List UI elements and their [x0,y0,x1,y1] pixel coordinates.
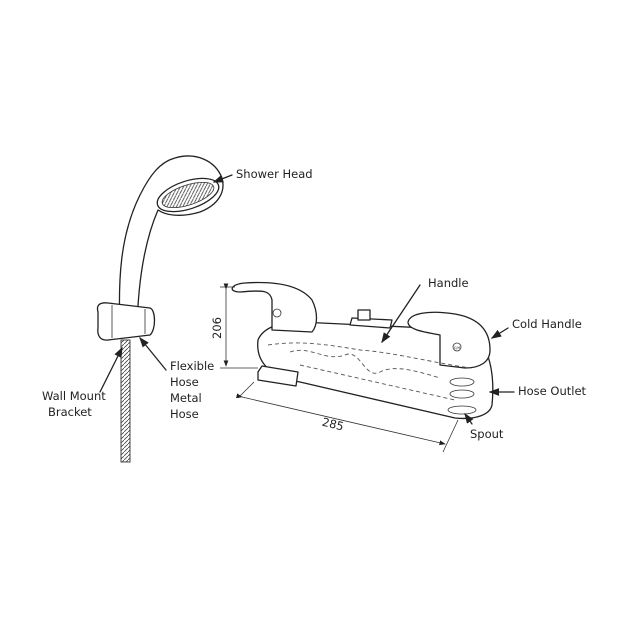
wall-mount-bracket [96,302,156,341]
hot-handle [231,281,318,333]
diverter-knob [357,309,371,321]
bath-mixer-tap: C/H [231,281,494,420]
dimension-length: 285 [321,415,346,434]
dimension-lines [220,283,459,453]
label-metal-hose-1: Metal [170,391,202,405]
handle-mark: C/H [454,346,461,350]
label-spout: Spout [470,427,504,441]
label-shower-head: Shower Head [236,167,313,181]
label-handle: Handle [428,276,469,290]
label-cold-handle: Cold Handle [512,317,582,331]
spout-outlet [257,365,299,387]
metal-hose [120,339,131,463]
label-wall-mount-1: Wall Mount [42,389,106,403]
label-flexible-hose-1: Flexible [170,359,214,373]
label-hose-outlet: Hose Outlet [518,384,587,398]
hose-outlet [449,377,475,387]
label-wall-mount-2: Bracket [48,405,92,419]
shower-handset [118,155,224,331]
dimension-height: 206 [210,317,224,339]
label-flexible-hose-2: Hose [170,375,199,389]
label-metal-hose-2: Hose [170,407,199,421]
cold-handle [407,311,491,369]
